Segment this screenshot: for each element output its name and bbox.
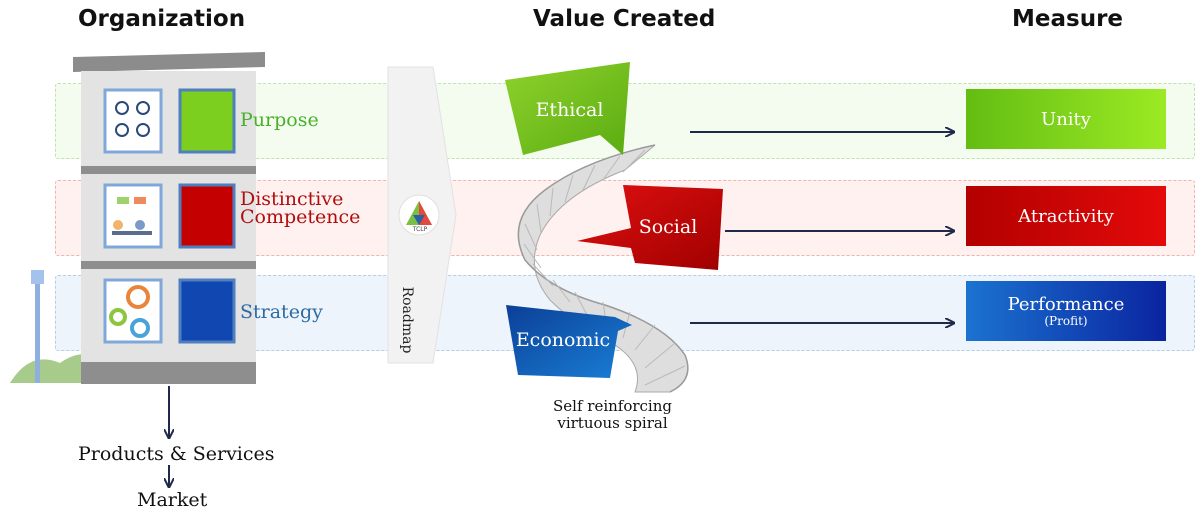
measure-performance-label: Performance — [1007, 294, 1125, 315]
building-illustration — [10, 52, 265, 384]
spiral-staircase — [517, 144, 689, 393]
row-label-strategy: Strategy — [240, 301, 323, 323]
value-economic: Economic — [515, 329, 611, 351]
market: Market — [137, 489, 208, 511]
header-value-created: Value Created — [533, 6, 716, 32]
products-services: Products & Services — [78, 443, 275, 465]
spiral-caption-line2: virtuous spiral — [557, 414, 668, 432]
measure-performance-sub: (Profit) — [1044, 314, 1088, 328]
header-organization: Organization — [78, 6, 246, 32]
measure-unity-label: Unity — [1041, 108, 1091, 130]
measure-unity: Unity — [966, 89, 1166, 149]
value-ethical: Ethical — [535, 99, 604, 121]
spiral-caption-line1: Self reinforcing — [553, 397, 672, 415]
measure-performance: Performance (Profit) — [966, 281, 1166, 341]
row-label-purpose: Purpose — [240, 109, 319, 131]
measure-atractivity: Atractivity — [966, 186, 1166, 246]
callout-economic — [506, 305, 632, 378]
header-measure: Measure — [1012, 6, 1124, 32]
callout-social — [577, 185, 723, 270]
roadmap-chevron — [387, 66, 457, 364]
tclp-logo-text: TCLP — [412, 226, 428, 233]
value-social: Social — [638, 216, 698, 238]
callout-ethical — [505, 62, 630, 155]
row-label-competence: Distinctive Competence — [240, 188, 361, 228]
measure-atractivity-label: Atractivity — [1018, 205, 1114, 227]
